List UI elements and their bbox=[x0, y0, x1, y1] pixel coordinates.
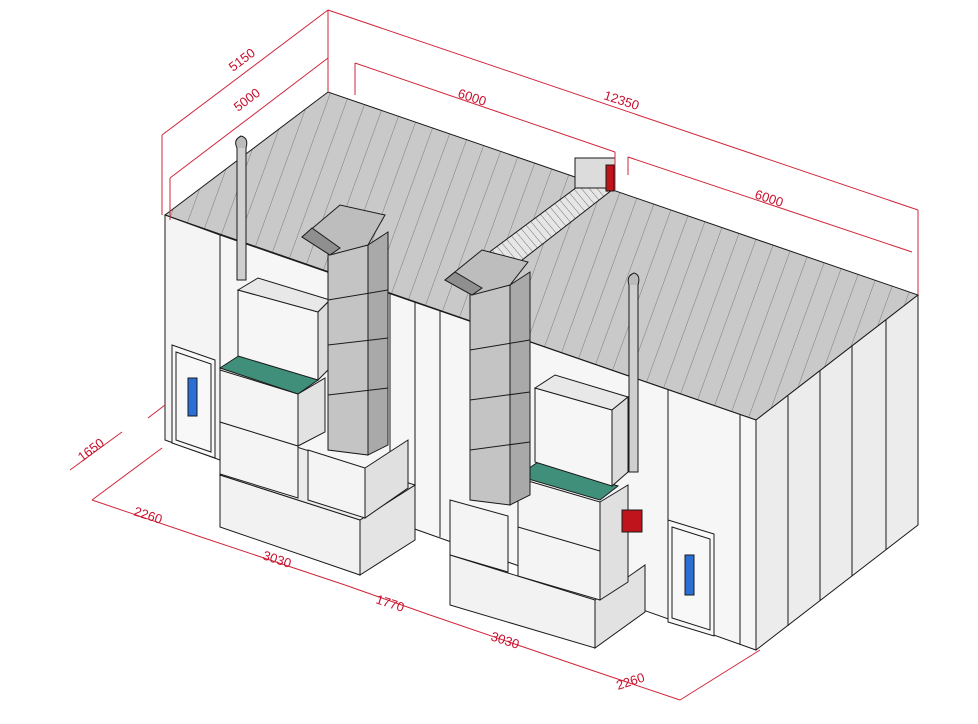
dim-depth-outer: 5150 bbox=[226, 45, 258, 74]
right-exhaust-duct bbox=[444, 249, 531, 506]
dim-left-end-gap: 2260 bbox=[132, 504, 164, 527]
dim-unit-width-right: 3030 bbox=[489, 629, 521, 652]
dim-height-base: 1650 bbox=[75, 435, 107, 464]
left-exhaust-duct bbox=[301, 204, 389, 456]
dim-length-half-right: 6000 bbox=[753, 187, 785, 210]
dim-right-end-gap: 2260 bbox=[614, 670, 646, 693]
burner-unit bbox=[621, 509, 643, 533]
dimension-lines bbox=[69, 9, 919, 701]
dim-depth-inner: 5000 bbox=[231, 85, 263, 114]
left-air-unit bbox=[218, 277, 417, 576]
right-door-window bbox=[684, 554, 695, 596]
left-personnel-door bbox=[171, 344, 216, 459]
right-filter-panel bbox=[516, 461, 620, 501]
left-exhaust-pipe bbox=[235, 135, 248, 281]
dim-middle-gap: 1770 bbox=[374, 592, 406, 615]
right-air-unit bbox=[449, 374, 646, 649]
dim-unit-width-left: 3030 bbox=[261, 548, 293, 571]
left-door-window bbox=[187, 377, 198, 417]
dim-length-half-left: 6000 bbox=[456, 86, 488, 109]
right-personnel-door bbox=[667, 519, 715, 637]
right-exhaust-pipe bbox=[627, 272, 640, 473]
